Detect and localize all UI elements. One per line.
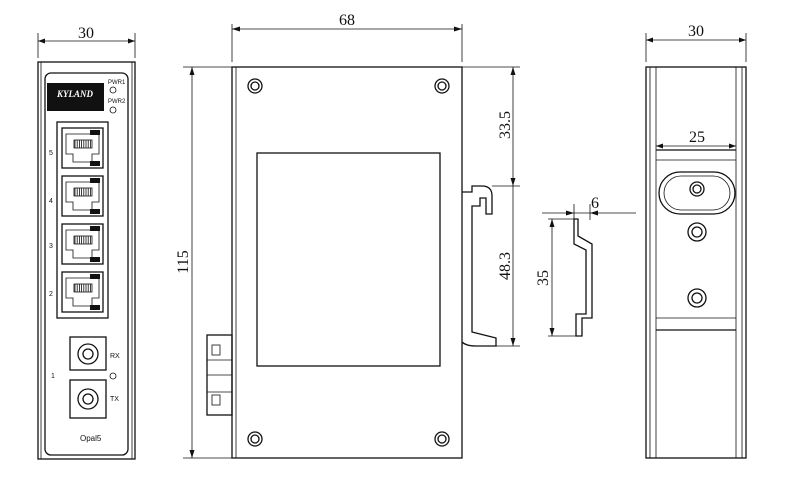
brand-bar — [47, 83, 104, 111]
port-label-3: 3 — [49, 243, 53, 250]
pwr2-label: PWR2 — [108, 99, 126, 105]
rj45-port — [61, 175, 104, 217]
back-view: 30 25 — [645, 23, 747, 459]
back-width-label: 30 — [688, 23, 704, 40]
tx-label: TX — [110, 396, 119, 403]
fiber-rx-port — [69, 336, 107, 371]
rj45-port — [61, 271, 104, 313]
fiber-tx-port — [69, 379, 107, 419]
rj45-port — [61, 127, 104, 169]
clip-profile-shape — [573, 218, 593, 337]
screw — [247, 78, 263, 94]
port-label-5: 5 — [49, 150, 53, 157]
front-view: 30 KYLAND PWR1 PWR2 5 4 3 2 RX TX 1 Opal… — [37, 25, 136, 460]
port-label-2: 2 — [49, 291, 53, 298]
rj45-port-block — [56, 121, 109, 319]
clip-slot — [658, 171, 736, 215]
top-offset-label: 33.5 — [497, 111, 514, 139]
side-view: 68 115 33.5 48.3 — [175, 12, 520, 459]
front-width-label: 30 — [78, 25, 94, 42]
port-label-4: 4 — [49, 198, 53, 205]
model-label: Opal5 — [80, 434, 102, 443]
brand-logo: KYLAND — [56, 89, 94, 99]
screw — [434, 78, 450, 94]
side-label-area — [256, 152, 441, 367]
pwr1-label: PWR1 — [108, 80, 126, 86]
clip-width-label: 6 — [591, 195, 599, 212]
screw — [247, 431, 263, 447]
rj45-port — [61, 223, 104, 265]
mounting-hole — [687, 288, 707, 308]
rx-label: RX — [110, 353, 120, 360]
mounting-hole — [687, 222, 707, 242]
side-height-label: 115 — [175, 250, 192, 273]
rail-height-label: 48.3 — [497, 252, 514, 280]
fiber-port-label: 1 — [51, 373, 55, 380]
clip-height-label: 35 — [535, 270, 552, 286]
screw — [434, 431, 450, 447]
clip-profile: 6 35 — [535, 195, 636, 337]
side-width-label: 68 — [339, 12, 355, 29]
rail-width-label: 25 — [689, 129, 705, 146]
din-clip — [461, 185, 497, 347]
